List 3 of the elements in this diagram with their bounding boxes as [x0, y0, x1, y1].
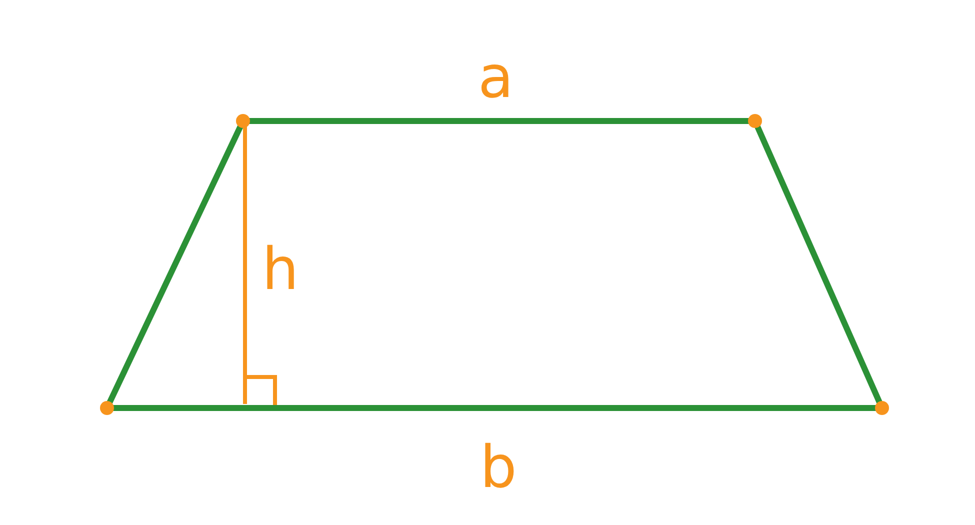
side-label: h — [262, 240, 299, 298]
side-label: a — [478, 48, 514, 106]
side-label: b — [480, 438, 517, 496]
